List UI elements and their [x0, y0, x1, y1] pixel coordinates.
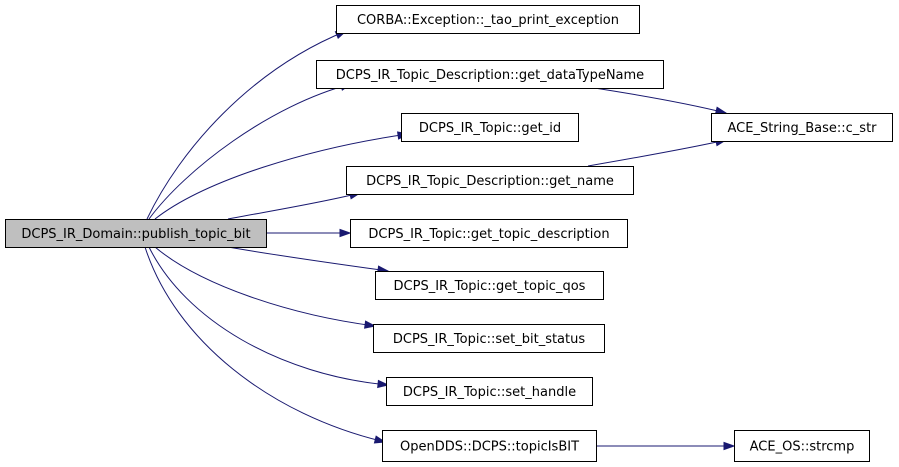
- node-label: CORBA::Exception::_tao_print_exception: [357, 13, 619, 28]
- edge-desc_type-to-c_str: [587, 86, 728, 115]
- function-node-c-str[interactable]: ACE_String_Base::c_str: [711, 113, 893, 142]
- node-label: ACE_OS::strcmp: [750, 440, 855, 455]
- edge-desc_name-to-c_str: [587, 138, 728, 167]
- function-node-is-bit[interactable]: OpenDDS::DCPS::topicIsBIT: [382, 430, 597, 462]
- edge-root-to-get_qos: [227, 246, 390, 274]
- function-node-set-handle[interactable]: DCPS_IR_Topic::set_handle: [386, 377, 593, 406]
- edge-line: [148, 83, 352, 220]
- node-label: OpenDDS::DCPS::topicIsBIT: [400, 440, 579, 455]
- edge-line: [227, 246, 389, 272]
- node-box: [734, 430, 870, 462]
- node-label: DCPS_IR_Topic::get_id: [419, 121, 561, 136]
- edge-root-to-get_desc: [266, 228, 352, 238]
- function-node-get-id[interactable]: DCPS_IR_Topic::get_id: [401, 113, 579, 142]
- arrow-head-icon: [364, 320, 377, 329]
- edge-line: [146, 30, 347, 220]
- edge-line: [148, 246, 389, 386]
- arrow-head-icon: [723, 441, 736, 451]
- function-node-desc-type[interactable]: DCPS_IR_Topic_Description::get_dataTypeN…: [316, 60, 664, 89]
- edge-is_bit-to-strcmp: [596, 441, 736, 451]
- edge-line: [154, 246, 376, 327]
- edge-root-to-desc_name: [227, 191, 362, 220]
- edge-line: [587, 139, 727, 167]
- arrow-head-icon: [377, 379, 390, 389]
- node-box: [346, 166, 634, 195]
- node-label: DCPS_IR_Domain::publish_topic_bit: [21, 227, 250, 242]
- node-label: DCPS_IR_Topic_Description::get_dataTypeN…: [336, 68, 644, 83]
- edge-root-to-set_bit: [154, 246, 377, 329]
- function-node-desc-name[interactable]: DCPS_IR_Topic_Description::get_name: [346, 166, 634, 195]
- call-nodes: DCPS_IR_Domain::publish_topic_bit CORBA::…: [5, 5, 893, 462]
- function-node-get-desc[interactable]: DCPS_IR_Topic::get_topic_description: [350, 219, 628, 248]
- node-label: DCPS_IR_Topic_Description::get_name: [366, 174, 614, 189]
- node-label: DCPS_IR_Topic::get_topic_description: [368, 227, 609, 242]
- node-box: [336, 5, 640, 34]
- node-box: [375, 271, 604, 300]
- edge-line: [144, 246, 386, 443]
- node-box: [316, 60, 664, 89]
- edge-line: [587, 86, 727, 114]
- arrow-head-icon: [339, 228, 352, 238]
- node-label: ACE_String_Base::c_str: [727, 121, 877, 136]
- root-function-node: DCPS_IR_Domain::publish_topic_bit: [5, 219, 267, 248]
- function-node-tao[interactable]: CORBA::Exception::_tao_print_exception: [336, 5, 640, 34]
- edge-root-to-is_bit: [144, 246, 387, 444]
- edge-root-to-tao: [146, 30, 348, 220]
- node-label: DCPS_IR_Topic::get_topic_qos: [394, 279, 586, 294]
- node-box: [373, 324, 605, 353]
- node-label: DCPS_IR_Topic::set_bit_status: [393, 332, 586, 347]
- edge-root-to-set_handle: [148, 246, 390, 389]
- function-node-set-bit[interactable]: DCPS_IR_Topic::set_bit_status: [373, 324, 605, 353]
- edge-line: [227, 192, 361, 220]
- node-box: [350, 219, 628, 248]
- node-box: [386, 377, 593, 406]
- node-box: [711, 113, 893, 142]
- node-box: [382, 430, 597, 462]
- function-node-get-qos[interactable]: DCPS_IR_Topic::get_topic_qos: [375, 271, 604, 300]
- node-box: [5, 219, 267, 248]
- edge-line: [154, 133, 409, 220]
- node-label: DCPS_IR_Topic::set_handle: [403, 385, 576, 400]
- node-box: [401, 113, 579, 142]
- function-node-strcmp[interactable]: ACE_OS::strcmp: [734, 430, 870, 462]
